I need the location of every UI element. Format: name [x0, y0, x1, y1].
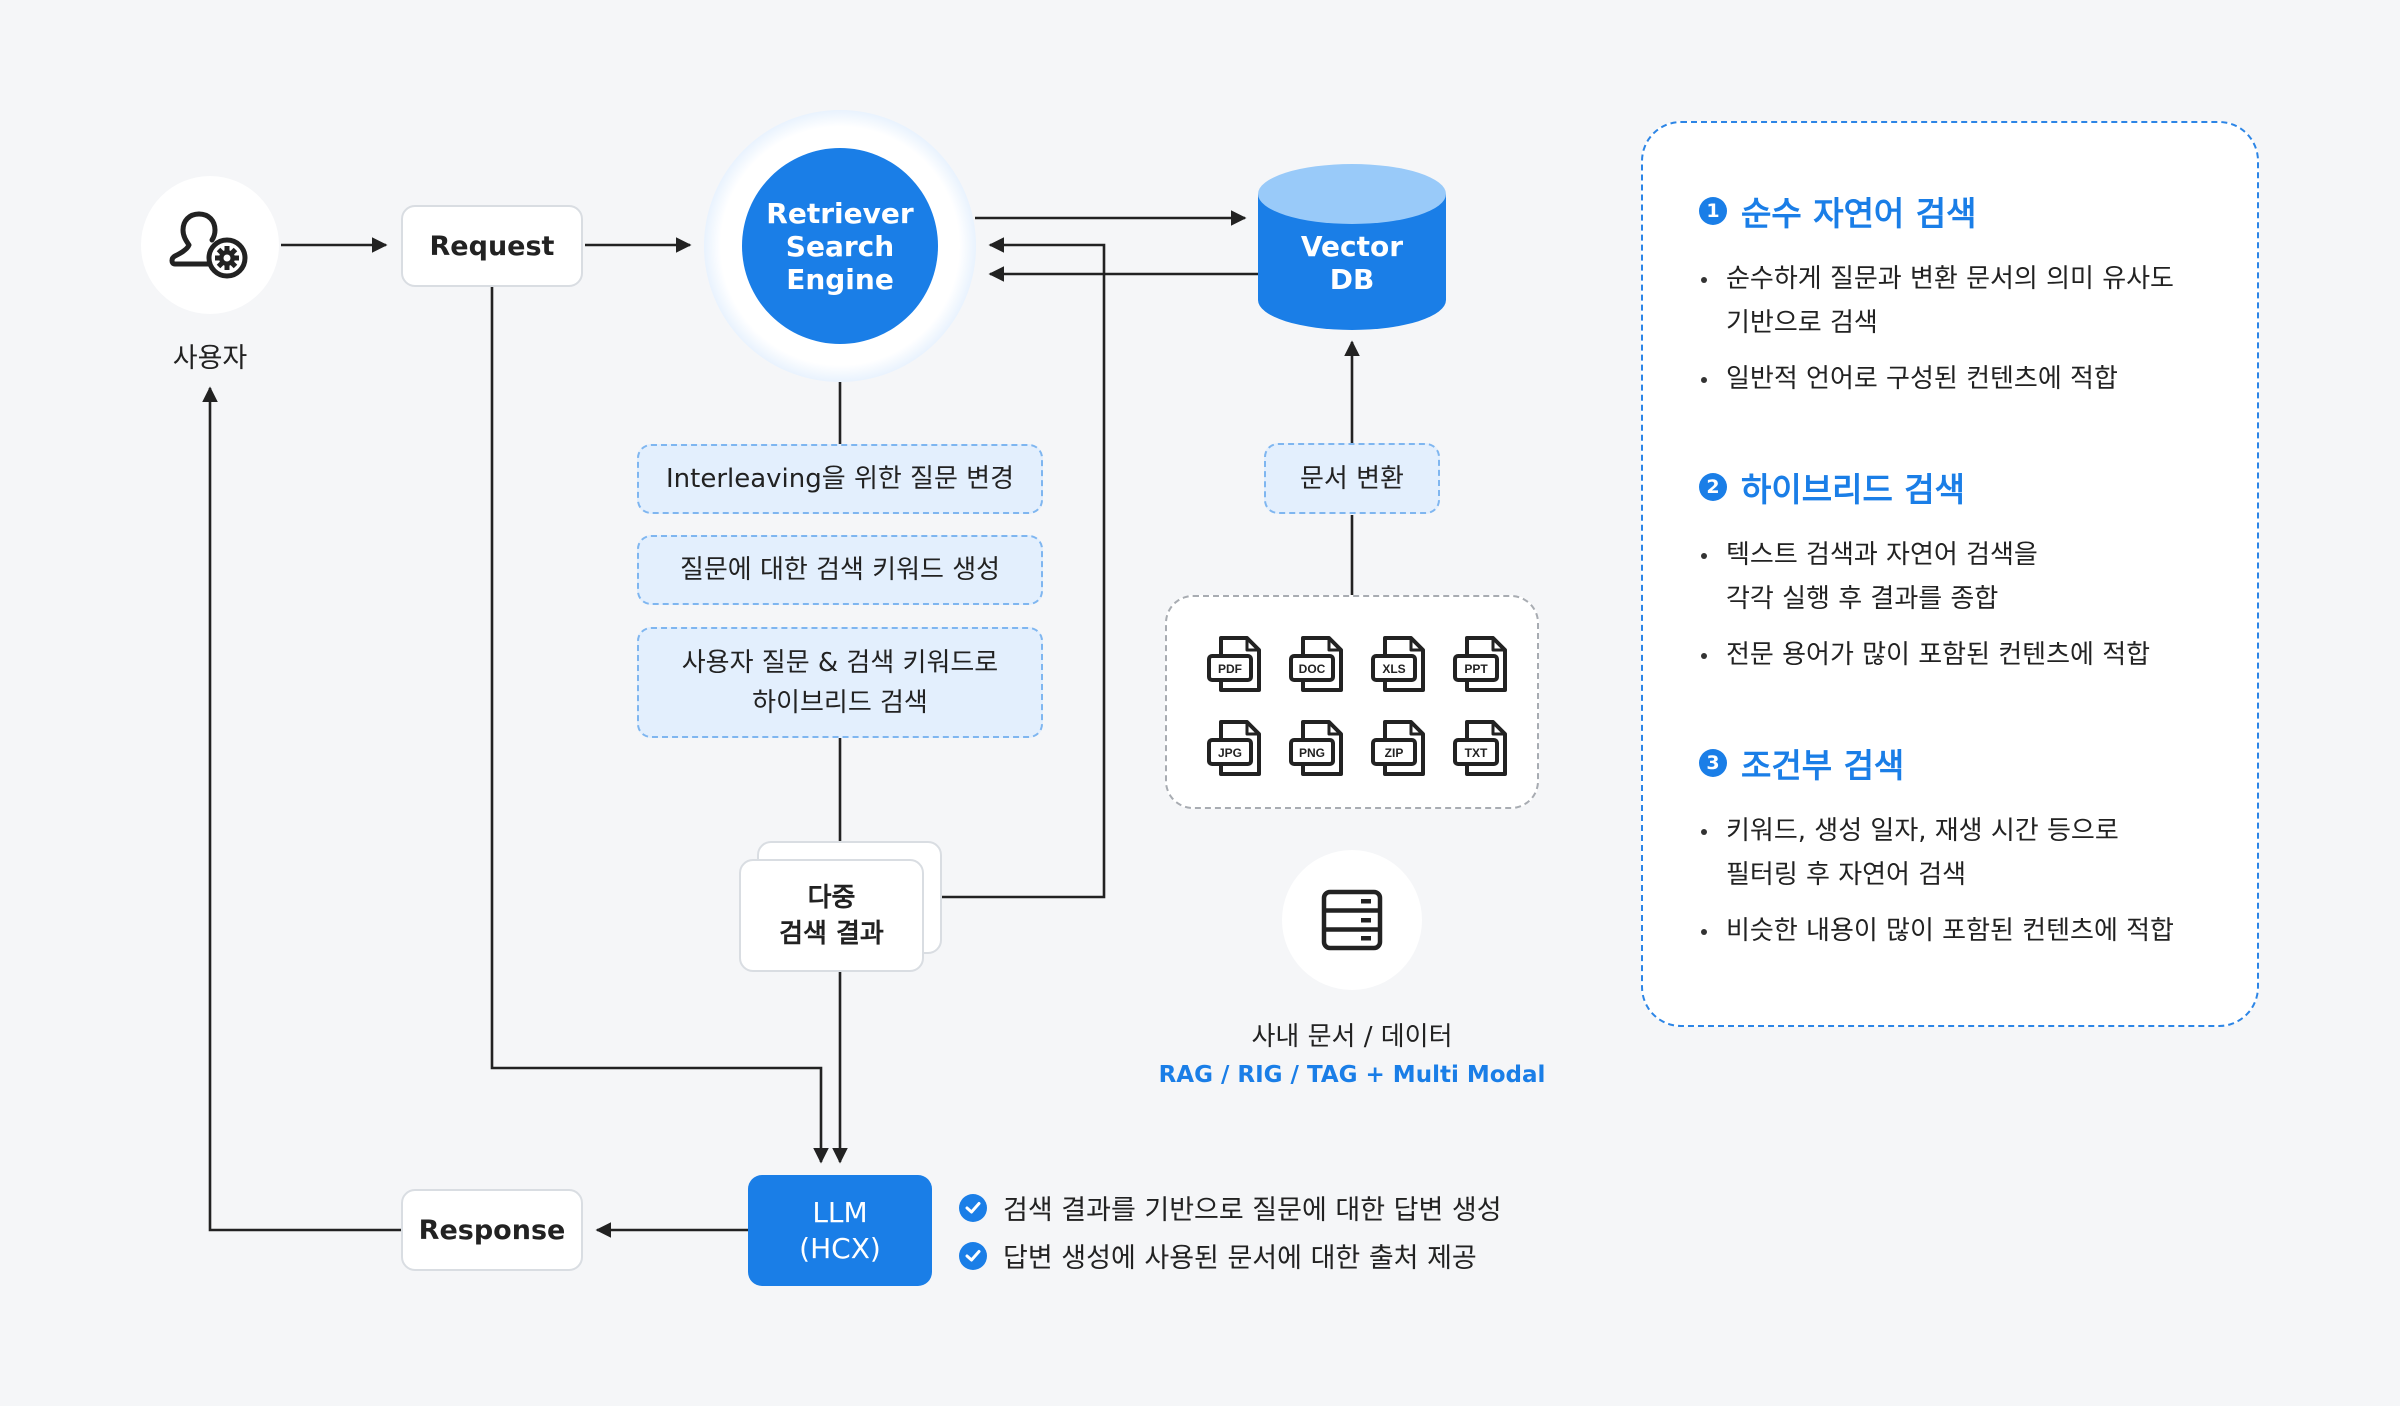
arrow-response-to-user — [202, 386, 401, 1232]
internal-data-sublabel: RAG / RIG / TAG + Multi Modal — [1158, 1062, 1546, 1088]
file-type-label: DOC — [1299, 662, 1326, 676]
file-txt-icon: TXT — [1453, 719, 1509, 777]
section-title-natural-language: 1 순수 자연어 검색 — [1699, 187, 1977, 235]
internal-data-node[interactable] — [1282, 850, 1422, 990]
bullet-line: 비슷한 내용이 많이 포함된 컨텐츠에 적합 — [1726, 916, 2174, 946]
check-circle-icon — [959, 1193, 987, 1222]
file-xls-icon: XLS — [1371, 635, 1427, 693]
check-circle-icon — [959, 1241, 987, 1270]
file-pdf-icon: PDF — [1207, 635, 1263, 693]
bullet-line: 순수하게 질문과 변환 문서의 의미 유사도 — [1726, 264, 2174, 294]
multi-result-label-line1: 다중 — [807, 882, 856, 913]
llm-feature-item: 답변 생성에 사용된 문서에 대한 출처 제공 — [959, 1236, 1477, 1275]
server-icon — [1321, 889, 1383, 951]
file-type-label: XLS — [1382, 662, 1405, 676]
database-cylinder-icon — [1258, 164, 1446, 330]
file-types-group: PDF DOC XLS PPT JPG PNG ZIP TXT — [1165, 595, 1539, 809]
llm-feature-text: 답변 생성에 사용된 문서에 대한 출처 제공 — [1003, 1243, 1477, 1274]
llm-node[interactable]: LLM (HCX) — [748, 1175, 932, 1286]
llm-label-line1: LLM — [812, 1195, 868, 1229]
section-bullets: 순수하게 질문과 변환 문서의 의미 유사도 기반으로 검색 일반적 언어로 구… — [1699, 257, 2239, 413]
user-settings-icon — [169, 211, 248, 279]
llm-label-line2: (HCX) — [799, 1231, 881, 1265]
vector-db-label-line2: DB — [1329, 263, 1375, 296]
bullet-item: 순수하게 질문과 변환 문서의 의미 유사도 기반으로 검색 — [1699, 257, 2239, 345]
section-bullets: 텍스트 검색과 자연어 검색을 각각 실행 후 결과를 종합 전문 용어가 많이… — [1699, 533, 2239, 689]
file-type-label: PPT — [1464, 662, 1488, 676]
bullet-line: 일반적 언어로 구성된 컨텐츠에 적합 — [1726, 364, 2118, 394]
bullet-item: 키워드, 생성 일자, 재생 시간 등으로 필터링 후 자연어 검색 — [1699, 809, 2239, 897]
vector-db-node[interactable]: Vector DB — [1258, 164, 1446, 332]
section-title-text: 조건부 검색 — [1741, 746, 1905, 785]
section-title-conditional: 3 조건부 검색 — [1699, 739, 1904, 787]
step-hybrid-label-line2: 하이브리드 검색 — [752, 687, 928, 718]
llm-feature-text: 검색 결과를 기반으로 질문에 대한 답변 생성 — [1003, 1195, 1502, 1226]
bullet-item: 전문 용어가 많이 포함된 컨텐츠에 적합 — [1699, 633, 2239, 677]
file-type-label: ZIP — [1385, 746, 1404, 760]
step-keyword-generation[interactable]: 질문에 대한 검색 키워드 생성 — [637, 535, 1043, 605]
llm-feature-item: 검색 결과를 기반으로 질문에 대한 답변 생성 — [959, 1188, 1502, 1227]
bullet-item: 비슷한 내용이 많이 포함된 컨텐츠에 적합 — [1699, 909, 2239, 953]
step-hybrid-label-line1: 사용자 질문 & 검색 키워드로 — [681, 647, 999, 678]
file-type-label: JPG — [1218, 746, 1242, 760]
internal-data-label: 사내 문서 / 데이터 — [1251, 1022, 1453, 1052]
response-label: Response — [418, 1214, 566, 1246]
bullet-line: 각각 실행 후 결과를 종합 — [1726, 584, 1999, 614]
file-ppt-icon: PPT — [1453, 635, 1509, 693]
search-methods-panel: 1 순수 자연어 검색 순수하게 질문과 변환 문서의 의미 유사도 기반으로 … — [1641, 121, 2259, 1027]
retriever-label-line3: Engine — [786, 262, 894, 296]
file-type-label: PNG — [1299, 746, 1325, 760]
retriever-label-line2: Search — [785, 229, 895, 263]
bullet-line: 텍스트 검색과 자연어 검색을 — [1726, 540, 2038, 570]
user-node[interactable] — [141, 176, 279, 314]
file-zip-icon: ZIP — [1371, 719, 1427, 777]
file-type-label: PDF — [1218, 662, 1242, 676]
retriever-search-engine-node[interactable]: Retriever Search Engine — [742, 148, 938, 344]
doc-convert-node[interactable]: 문서 변환 — [1264, 443, 1440, 514]
bullet-line: 필터링 후 자연어 검색 — [1726, 860, 1967, 890]
number-badge-icon: 2 — [1699, 473, 1727, 501]
user-label: 사용자 — [172, 343, 248, 374]
bullet-line: 기반으로 검색 — [1726, 308, 1878, 338]
file-jpg-icon: JPG — [1207, 719, 1263, 777]
request-label: Request — [429, 230, 555, 262]
multi-result-node[interactable]: 다중 검색 결과 — [739, 859, 924, 972]
number-badge-icon: 1 — [1699, 197, 1727, 225]
bullet-line: 전문 용어가 많이 포함된 컨텐츠에 적합 — [1726, 640, 2151, 670]
doc-convert-label: 문서 변환 — [1300, 463, 1404, 494]
retriever-label-line1: Retriever — [766, 196, 914, 230]
response-node[interactable]: Response — [401, 1189, 583, 1271]
bullet-item: 텍스트 검색과 자연어 검색을 각각 실행 후 결과를 종합 — [1699, 533, 2239, 621]
vector-db-label-line1: Vector — [1300, 230, 1404, 263]
multi-result-label-line2: 검색 결과 — [779, 918, 884, 949]
file-type-label: TXT — [1465, 746, 1488, 760]
request-node[interactable]: Request — [401, 205, 583, 287]
step-interleaving-label: Interleaving을 위한 질문 변경 — [665, 464, 1014, 494]
step-keyword-label: 질문에 대한 검색 키워드 생성 — [679, 555, 1001, 585]
file-doc-icon: DOC — [1289, 635, 1345, 693]
step-hybrid-search[interactable]: 사용자 질문 & 검색 키워드로 하이브리드 검색 — [637, 627, 1043, 738]
file-png-icon: PNG — [1289, 719, 1345, 777]
section-title-text: 하이브리드 검색 — [1741, 470, 1966, 509]
section-title-text: 순수 자연어 검색 — [1741, 194, 1977, 233]
bullet-item: 일반적 언어로 구성된 컨텐츠에 적합 — [1699, 357, 2239, 401]
step-interleaving[interactable]: Interleaving을 위한 질문 변경 — [637, 444, 1043, 514]
section-title-hybrid: 2 하이브리드 검색 — [1699, 463, 1965, 511]
section-bullets: 키워드, 생성 일자, 재생 시간 등으로 필터링 후 자연어 검색 비슷한 내… — [1699, 809, 2239, 965]
number-badge-icon: 3 — [1699, 749, 1727, 777]
bullet-line: 키워드, 생성 일자, 재생 시간 등으로 — [1726, 816, 2119, 846]
